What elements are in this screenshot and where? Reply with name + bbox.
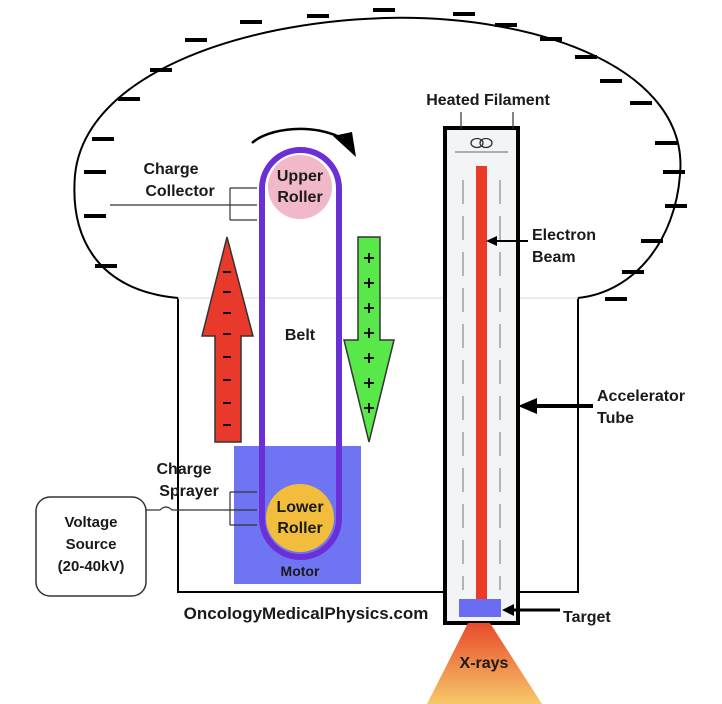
xray-cone bbox=[427, 623, 542, 704]
rotation-arrow-head bbox=[333, 132, 356, 157]
charge-sprayer-label-line1: Charge bbox=[156, 461, 211, 478]
upward-negative-arrow bbox=[201, 236, 254, 443]
belt bbox=[259, 147, 342, 560]
electron-beam-label-line1: Electron bbox=[532, 227, 596, 244]
charge-sprayer-comb bbox=[146, 491, 257, 526]
charge-collector-comb bbox=[110, 187, 257, 221]
charge-collector-label-line1: Charge bbox=[143, 161, 198, 178]
upper-roller-label-line1: Upper bbox=[277, 168, 323, 185]
downward-positive-arrow bbox=[343, 236, 395, 443]
motor-label: Motor bbox=[281, 563, 320, 579]
accelerator-tube-label-line2: Tube bbox=[597, 410, 634, 427]
voltage-source-box bbox=[35, 496, 147, 597]
xrays-label: X-rays bbox=[460, 655, 509, 672]
voltage-source-label-line2: Source bbox=[66, 536, 117, 553]
accelerator-tube-pointer bbox=[518, 398, 593, 414]
lower-roller-label-line1: Lower bbox=[276, 499, 323, 516]
up-arrow-negative-signs bbox=[223, 271, 231, 426]
filament-leads bbox=[460, 112, 514, 129]
target-pointer bbox=[502, 604, 560, 616]
target-label: Target bbox=[563, 609, 611, 626]
accelerator-tube-label-line1: Accelerator bbox=[597, 388, 685, 405]
upper-roller-label-line2: Roller bbox=[277, 189, 322, 206]
belt-label: Belt bbox=[285, 327, 316, 344]
charge-collector-label-line2: Collector bbox=[145, 183, 214, 200]
website-credit: OncologyMedicalPhysics.com bbox=[184, 604, 429, 623]
rotation-arrow bbox=[251, 127, 346, 144]
generator-dome bbox=[73, 16, 682, 593]
dome-negative-charges bbox=[84, 8, 687, 301]
lower-roller-label-line2: Roller bbox=[277, 520, 322, 537]
voltage-source-label-line1: Voltage bbox=[64, 514, 117, 531]
heated-filament-label: Heated Filament bbox=[426, 92, 550, 109]
target bbox=[459, 599, 501, 617]
electron-beam-label-line2: Beam bbox=[532, 249, 576, 266]
electron-beam-pointer bbox=[486, 236, 528, 246]
accelerating-electrodes bbox=[462, 180, 501, 590]
electron-beam bbox=[476, 166, 487, 601]
upper-roller bbox=[268, 155, 332, 219]
filament-coil bbox=[470, 137, 493, 149]
lower-roller bbox=[266, 484, 334, 552]
voltage-source-label-line3: (20-40kV) bbox=[58, 558, 125, 575]
charge-sprayer-label-line2: Sprayer bbox=[159, 483, 219, 500]
down-arrow-positive-signs bbox=[364, 253, 374, 413]
